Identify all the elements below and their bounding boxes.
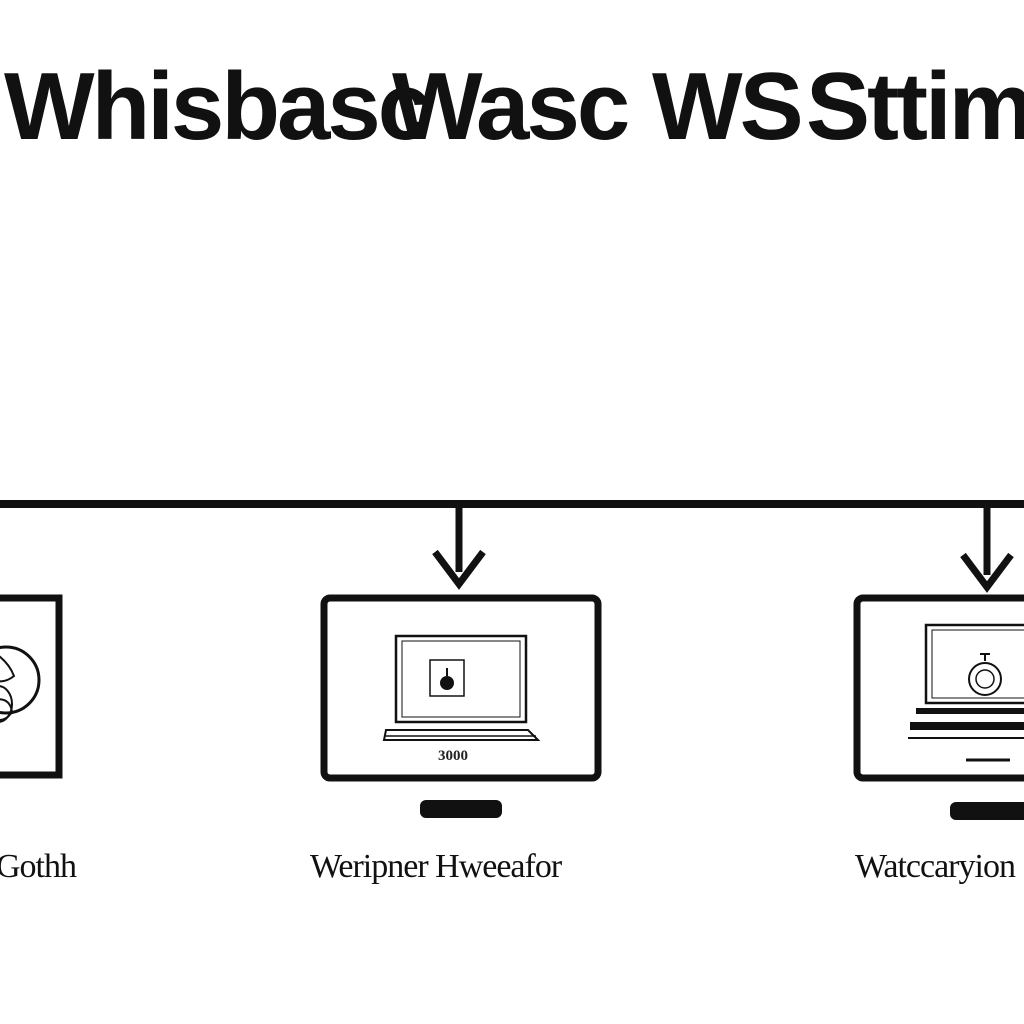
diagram-title: Whisbasc Wasc WS Sttim bbox=[0, 52, 1024, 162]
laptop-icon bbox=[382, 634, 541, 741]
camera-icon bbox=[429, 659, 465, 697]
arrow-to-node-3 bbox=[960, 508, 1014, 593]
node-3-label: Watccaryion bbox=[855, 848, 1016, 885]
title-word-4: Sttim bbox=[806, 53, 1024, 160]
node-1-monitor-icon bbox=[0, 594, 63, 779]
title-word-3: WS bbox=[652, 53, 804, 160]
arrow-to-node-2 bbox=[432, 508, 486, 590]
laptop-icon bbox=[908, 623, 1024, 762]
title-word-2: Wasc bbox=[392, 53, 630, 160]
node-2-screen-text: 3000 bbox=[438, 748, 468, 764]
clock-icon bbox=[968, 653, 1002, 696]
node-1-label: Gothh bbox=[0, 848, 77, 885]
title-word-1: Whisbasc bbox=[4, 53, 431, 160]
node-2-monitor-icon bbox=[320, 594, 602, 818]
node-2-label: Weripner Hweeafor bbox=[310, 848, 562, 885]
globe-icon bbox=[0, 645, 41, 723]
node-3-monitor-icon bbox=[853, 594, 1024, 820]
